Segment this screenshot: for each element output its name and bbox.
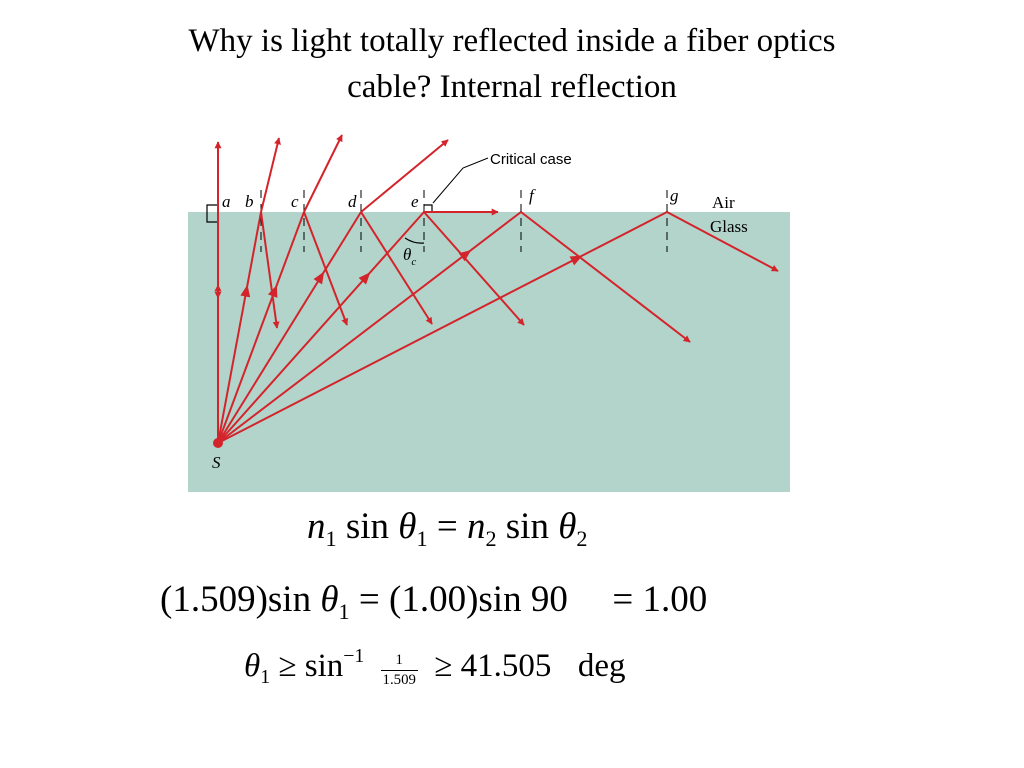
right-angle-marker [424, 204, 433, 212]
air-index: (1.00) [389, 579, 479, 620]
equals-sign: = [436, 506, 458, 547]
critical-case-label: Critical case [490, 151, 572, 168]
n2-symbol: n [466, 506, 486, 547]
ray-g-incident [217, 211, 668, 444]
sin-lhs: sin [267, 579, 312, 620]
theta1-symbol: θ [320, 579, 339, 620]
source-point [213, 438, 223, 448]
result-value: 1.00 [642, 579, 708, 620]
ray-f-reflected [520, 211, 691, 343]
n1-subscript: 1 [325, 525, 337, 551]
label-f: f [529, 186, 536, 205]
sin-rhs: sin [478, 579, 522, 620]
angle-unit: deg [577, 647, 626, 684]
critical-angle-equation: θ1 ≥ sin−1 1 1.509 ≥ 41.505 deg [244, 645, 625, 690]
n1-symbol: n [307, 506, 326, 547]
title-line-1: Why is light totally reflected inside a … [188, 23, 836, 59]
ray-e-incident [217, 211, 425, 444]
fraction: 1 1.509 [380, 651, 418, 689]
label-d: d [348, 192, 357, 211]
ray-c-incident [217, 211, 305, 444]
ray-b-mid-arrow [240, 284, 251, 298]
geq-sign-1: ≥ [278, 647, 297, 684]
angle-90: 90 [530, 579, 568, 620]
theta-symbol: θ [403, 245, 411, 264]
inverse-superscript: −1 [343, 645, 365, 667]
glass-index: (1.509) [160, 579, 268, 620]
air-label: Air [712, 193, 735, 212]
title-line-2: cable? Internal reflection [347, 69, 677, 105]
theta1-subscript: 1 [260, 665, 271, 688]
theta-subscript: c [411, 256, 416, 268]
slide-title: Why is light totally reflected inside a … [0, 18, 1024, 110]
theta1-subscript: 1 [338, 598, 350, 624]
snell-law-equation: n1 sin θ1 = n2 sin θ2 [307, 505, 588, 552]
label-e: e [411, 192, 419, 211]
ray-d-refracted [360, 139, 449, 213]
ray-d-mid-arrow [313, 271, 325, 285]
theta2-symbol: θ [558, 506, 577, 547]
glass-block [188, 212, 790, 492]
sin-2: sin [505, 506, 549, 547]
glass-label: Glass [710, 217, 748, 236]
critical-angle-value: 41.505 [460, 647, 552, 684]
critical-case-leader [432, 157, 489, 204]
theta1-symbol: θ [244, 647, 261, 684]
arcsin: sin [304, 647, 344, 684]
theta1-subscript: 1 [416, 525, 428, 551]
equals-sign-1: = [358, 579, 380, 620]
rays [214, 134, 779, 444]
theta2-subscript: 2 [576, 525, 588, 551]
ray-e-mid-arrow [358, 272, 371, 285]
equals-sign-2: = [612, 579, 634, 620]
theta1-symbol: θ [398, 506, 417, 547]
fraction-denominator: 1.509 [382, 672, 416, 689]
ray-c-refracted [303, 134, 343, 213]
normal-lines [260, 190, 668, 252]
ray-d-reflected [360, 211, 433, 325]
critical-angle-arc [404, 237, 425, 244]
label-source: S [212, 453, 221, 472]
ray-b-reflected [260, 211, 280, 329]
sin-1: sin [345, 506, 390, 547]
critical-angle-label: θc [403, 245, 416, 268]
ray-e-reflected [423, 211, 525, 326]
ray-c-mid-arrow [267, 284, 278, 298]
ray-g-reflected [666, 211, 779, 272]
substituted-equation: (1.509)sin θ1 = (1.00)sin 90 = 1.00 [160, 578, 707, 625]
ray-g-mid-arrow [569, 255, 583, 266]
ray-f-mid-arrow [458, 249, 472, 262]
label-b: b [245, 192, 254, 211]
label-g: g [670, 186, 679, 205]
label-a: a [222, 192, 231, 211]
ray-b-incident [217, 211, 262, 444]
fraction-numerator: 1 [380, 651, 418, 672]
label-c: c [291, 192, 299, 211]
ray-a-bracket [206, 204, 219, 223]
ray-d-incident [217, 211, 362, 444]
n2-subscript: 2 [485, 525, 497, 551]
ray-b-refracted [260, 137, 281, 213]
geq-sign-2: ≥ [434, 647, 453, 684]
